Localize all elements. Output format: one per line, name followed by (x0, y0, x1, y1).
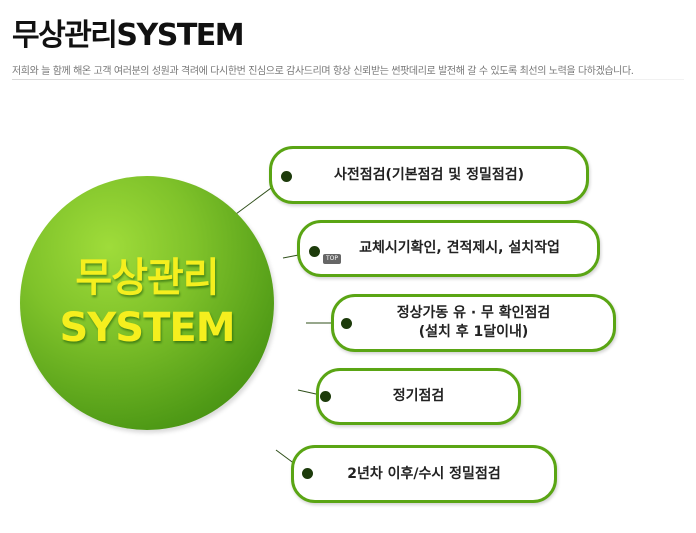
connector-dot-5 (302, 468, 313, 479)
step-box-3-text-line1: 정상가동 유 · 무 확인점검 (396, 305, 551, 321)
page-title: 무상관리SYSTEM (12, 18, 245, 53)
step-box-3: 정상가동 유 · 무 확인점검 (설치 후 1달이내) (331, 294, 616, 352)
step-box-2: 교체시기확인, 견적제시, 설치작업 (297, 220, 600, 277)
step-box-5-text: 2년차 이후/수시 정밀점검 (347, 465, 501, 482)
circle-title-line2: SYSTEM (59, 305, 236, 351)
step-box-2-text: 교체시기확인, 견적제시, 설치작업 (359, 240, 560, 256)
connector-dot-1 (281, 171, 292, 182)
step-box-1-text: 사전점검(기본점검 및 정밀점검) (334, 166, 524, 183)
step-box-5: 2년차 이후/수시 정밀점검 (291, 445, 557, 503)
connector-dot-4 (320, 391, 331, 402)
header-divider (12, 79, 684, 80)
connector-dot-2 (309, 246, 320, 257)
step-box-1: 사전점검(기본점검 및 정밀점검) (269, 146, 589, 204)
page-subtitle: 저희와 늘 함께 해온 고객 여러분의 성원과 격려에 다시한번 진심으로 감사… (12, 66, 634, 77)
step-box-4: 정기점검 (316, 368, 521, 425)
central-circle: 무상관리 SYSTEM (20, 176, 274, 430)
top-badge[interactable]: TOP (323, 254, 342, 264)
step-box-3-text-line2: (설치 후 1달이내) (418, 324, 529, 340)
circle-title-line1: 무상관리 (75, 255, 219, 301)
connector-dot-3 (341, 318, 352, 329)
step-box-4-text: 정기점검 (392, 388, 445, 404)
